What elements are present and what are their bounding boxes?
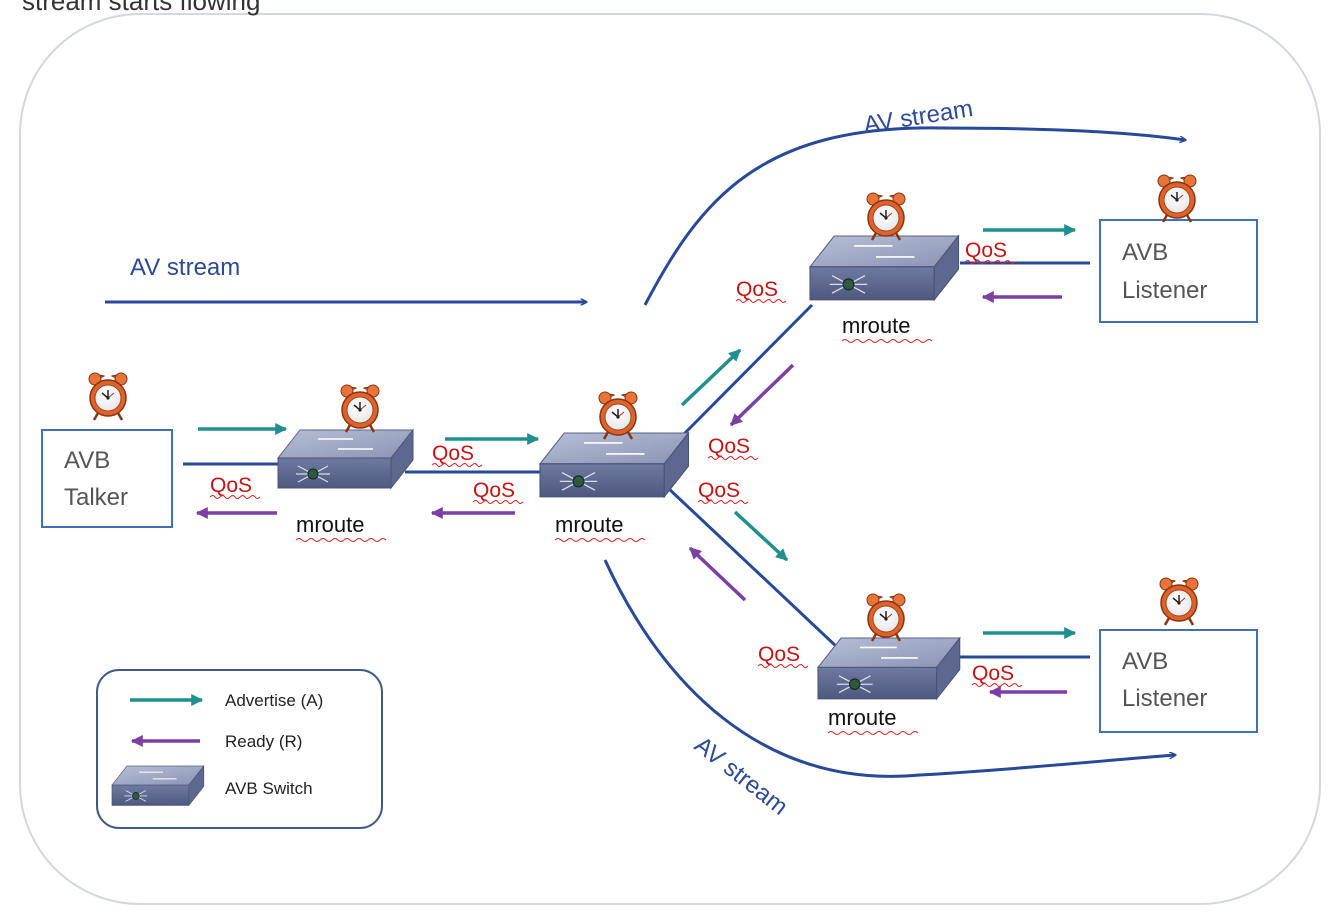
- legend-switch-icon: [111, 765, 205, 807]
- switches: [276, 234, 961, 701]
- legend-advertise-label: Advertise (A): [225, 691, 323, 710]
- qos-label: QoS: [758, 643, 800, 666]
- switch-label-4: mroute: [828, 705, 896, 730]
- alarm-clock-icon: [340, 384, 380, 433]
- av-stream-arrows: [105, 126, 1185, 778]
- listener-bottom-label-line2: Listener: [1122, 685, 1207, 712]
- network-switch-icon: [276, 428, 415, 490]
- network-switch-icon: [808, 234, 960, 302]
- qos-label: QoS: [965, 239, 1007, 262]
- connection-lines: [183, 261, 1090, 659]
- legend-switch-label: AVB Switch: [225, 779, 313, 798]
- network-switch-icon: [816, 636, 961, 701]
- listener-node-bottom: AVB Listener: [1099, 629, 1258, 733]
- listener-top-label-line1: AVB: [1122, 239, 1168, 266]
- alarm-clock-icon: [88, 372, 128, 421]
- network-switch-icon: [111, 765, 205, 807]
- listener-node-top: AVB Listener: [1099, 219, 1258, 323]
- stream-arrow-bottom: [603, 559, 1175, 778]
- qos-label: QoS: [698, 479, 740, 502]
- network-switch-icon: [538, 431, 690, 499]
- qos-label: QoS: [708, 435, 750, 458]
- qos-label: QoS: [972, 662, 1014, 685]
- talker-node: AVB Talker: [41, 429, 173, 528]
- caption: stream starts flowing: [22, 0, 261, 16]
- qos-label: QoS: [210, 474, 252, 497]
- legend: Advertise (A) Ready (R) AVB Switch: [96, 669, 383, 829]
- listener-bottom-label-line1: AVB: [1122, 648, 1168, 675]
- qos-label: QoS: [473, 479, 515, 502]
- alarm-clock-icon: [866, 593, 906, 642]
- switch-label-1: mroute: [296, 512, 364, 537]
- advertise-arrows: [198, 224, 1077, 639]
- talker-label-line1: AVB: [64, 447, 110, 474]
- listener-top-label-line2: Listener: [1122, 277, 1207, 304]
- link-switch2-switch3: [678, 303, 814, 440]
- stream-label-left: AV stream: [130, 254, 240, 281]
- ready-arrows: [195, 291, 1067, 698]
- alarm-clock-icon: [1159, 577, 1199, 626]
- qos-label: QoS: [736, 278, 778, 301]
- talker-label-line2: Talker: [64, 484, 128, 511]
- switch-label-2: mroute: [555, 512, 623, 537]
- alarm-clock-icon: [1157, 174, 1197, 223]
- stream-arrow-top: [643, 126, 1185, 306]
- alarm-clock-icon: [598, 391, 638, 440]
- mroute-labels: mroute mroute mroute mroute: [295, 313, 933, 735]
- link-switch2-switch4: [666, 486, 840, 650]
- legend-ready-label: Ready (R): [225, 732, 302, 751]
- clocks: [88, 174, 1199, 642]
- switch-label-3: mroute: [842, 313, 910, 338]
- alarm-clock-icon: [866, 192, 906, 241]
- qos-label: QoS: [432, 442, 474, 465]
- qos-labels: QoS QoS QoS QoS QoS QoS QoS QoS QoS: [209, 239, 1023, 687]
